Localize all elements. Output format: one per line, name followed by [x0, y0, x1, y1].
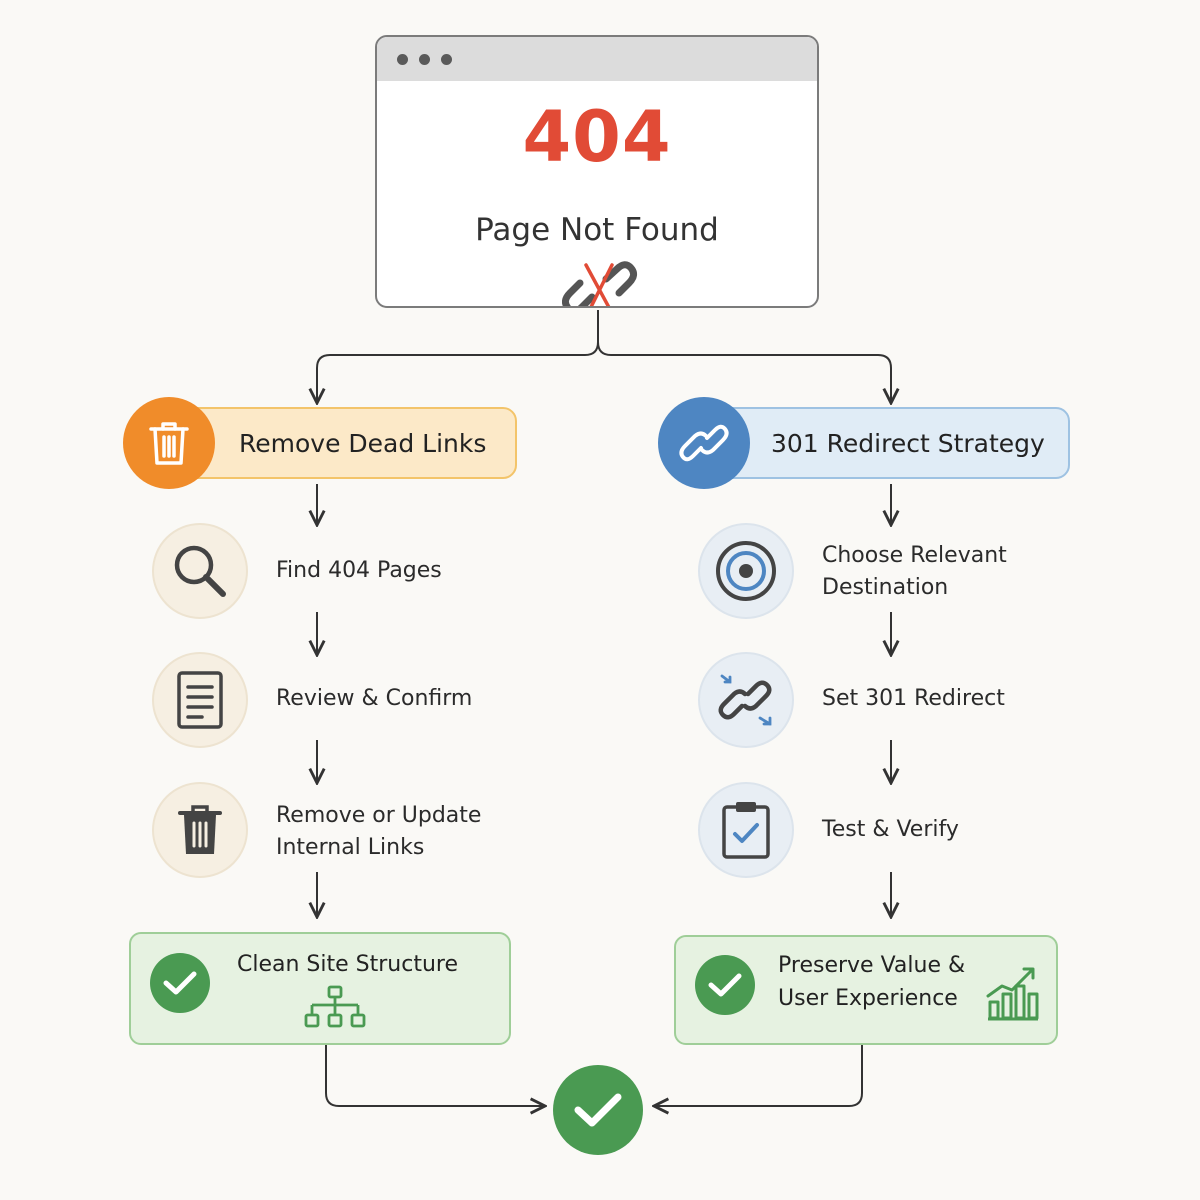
step-label: Review & Confirm [276, 686, 473, 711]
broken-link-icon [562, 261, 638, 306]
window-dots-icon [397, 54, 408, 65]
growth-chart-icon [986, 967, 1039, 1021]
trash-icon [152, 782, 248, 878]
magnifier-icon [152, 523, 248, 619]
window-dots-icon [419, 54, 430, 65]
check-icon [150, 953, 210, 1013]
header-label: Remove Dead Links [239, 428, 487, 458]
error-browser-window: 404 Page Not Found [375, 35, 819, 308]
window-dots-icon [441, 54, 452, 65]
step-label: Find 404 Pages [276, 558, 442, 583]
step-label: Choose Relevant Destination [822, 543, 1007, 600]
target-icon [698, 523, 794, 619]
clipboard-check-icon [698, 782, 794, 878]
split-connector [317, 310, 599, 403]
browser-title-bar [377, 37, 817, 81]
remove-dead-links-header: Remove Dead Links [175, 407, 517, 479]
merge-connector [654, 1045, 863, 1106]
step-label: Set 301 Redirect [822, 686, 1005, 711]
result-label: Preserve Value & User Experience [778, 953, 966, 1011]
merge-connector [325, 1045, 545, 1106]
step-label: Test & Verify [822, 817, 959, 842]
trash-icon [123, 397, 215, 489]
split-connector [597, 341, 891, 403]
link-icon [658, 397, 750, 489]
step-label: Remove or Update Internal Links [276, 803, 482, 860]
redirect-strategy-header: 301 Redirect Strategy [705, 407, 1070, 479]
final-check-icon [553, 1065, 643, 1155]
redirect-link-icon [698, 652, 794, 748]
result-label: Clean Site Structure [237, 952, 458, 977]
header-label: 301 Redirect Strategy [771, 428, 1045, 458]
document-icon [152, 652, 248, 748]
error-message: Page Not Found [475, 212, 719, 248]
check-icon [695, 955, 755, 1015]
sitemap-icon [304, 985, 366, 1028]
error-code: 404 [522, 96, 672, 178]
